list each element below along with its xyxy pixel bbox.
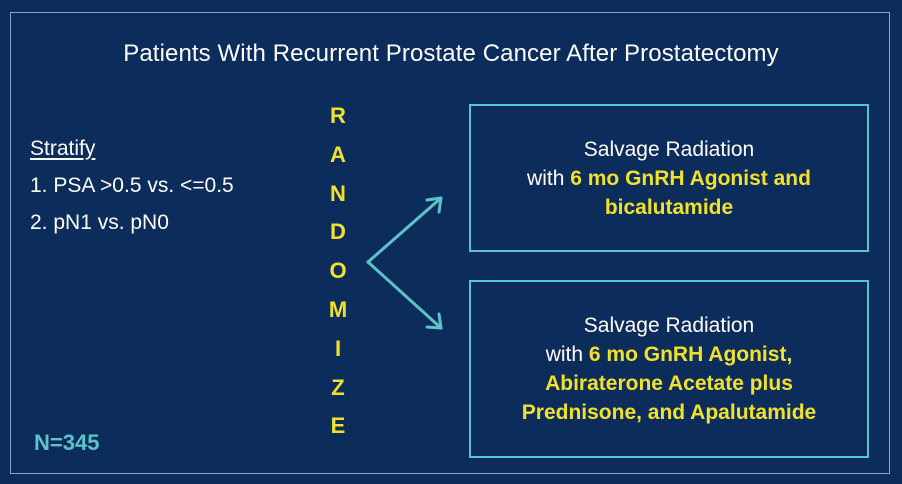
arm1-line2: with 6 mo GnRH Agonist and <box>527 164 811 193</box>
stratify-item-pn: 2. pN1 vs. pN0 <box>30 211 169 234</box>
randomize-vertical-label: R A N D O M I Z E <box>318 97 358 446</box>
arm1-line1: Salvage Radiation <box>583 137 755 161</box>
arrow-upper-line <box>366 196 443 264</box>
randomize-letter: I <box>334 335 342 361</box>
sample-size-label: N=345 <box>34 430 100 455</box>
slide-title: Patients With Recurrent Prostate Cancer … <box>123 40 779 67</box>
arrow-upper-head <box>425 196 443 214</box>
slide-frame <box>10 12 890 474</box>
arm2-line2-highlight: 6 mo GnRH Agonist, <box>588 343 793 366</box>
randomize-letter: N <box>330 180 346 206</box>
randomize-letter: R <box>330 103 346 128</box>
arrow-lower-line <box>366 260 443 330</box>
arm2-line1: Salvage Radiation <box>583 314 755 337</box>
arm1-line3: bicalutamide <box>604 195 734 219</box>
treatment-arm-box-1: Salvage Radiation with 6 mo GnRH Agonist… <box>469 104 869 252</box>
arm1-line2-highlight: 6 mo GnRH Agonist and <box>570 166 811 190</box>
arm2-line4: Prednisone, and Apalutamide <box>521 401 817 424</box>
randomize-letter: O <box>329 258 347 284</box>
arm2-line3: Abiraterone Acetate plus <box>545 372 793 395</box>
randomize-letter: Z <box>331 374 345 400</box>
randomize-letter: M <box>328 296 348 322</box>
treatment-arm-box-2: Salvage Radiation with 6 mo GnRH Agonist… <box>469 280 869 458</box>
randomize-letter: D <box>330 219 346 245</box>
randomize-letter: E <box>330 413 346 439</box>
stratification-section: Stratify 1. PSA >0.5 vs. <=0.5 2. pN1 vs… <box>30 130 234 241</box>
arrow-lower-head <box>425 312 443 330</box>
arm1-line2-prefix: with <box>527 166 571 190</box>
stratify-heading: Stratify <box>30 137 96 160</box>
arm2-line2-prefix: with <box>545 343 589 366</box>
randomize-letter: A <box>330 141 346 167</box>
arm2-line2: with 6 mo GnRH Agonist, <box>546 340 793 369</box>
stratify-item-psa: 1. PSA >0.5 vs. <=0.5 <box>30 174 234 197</box>
